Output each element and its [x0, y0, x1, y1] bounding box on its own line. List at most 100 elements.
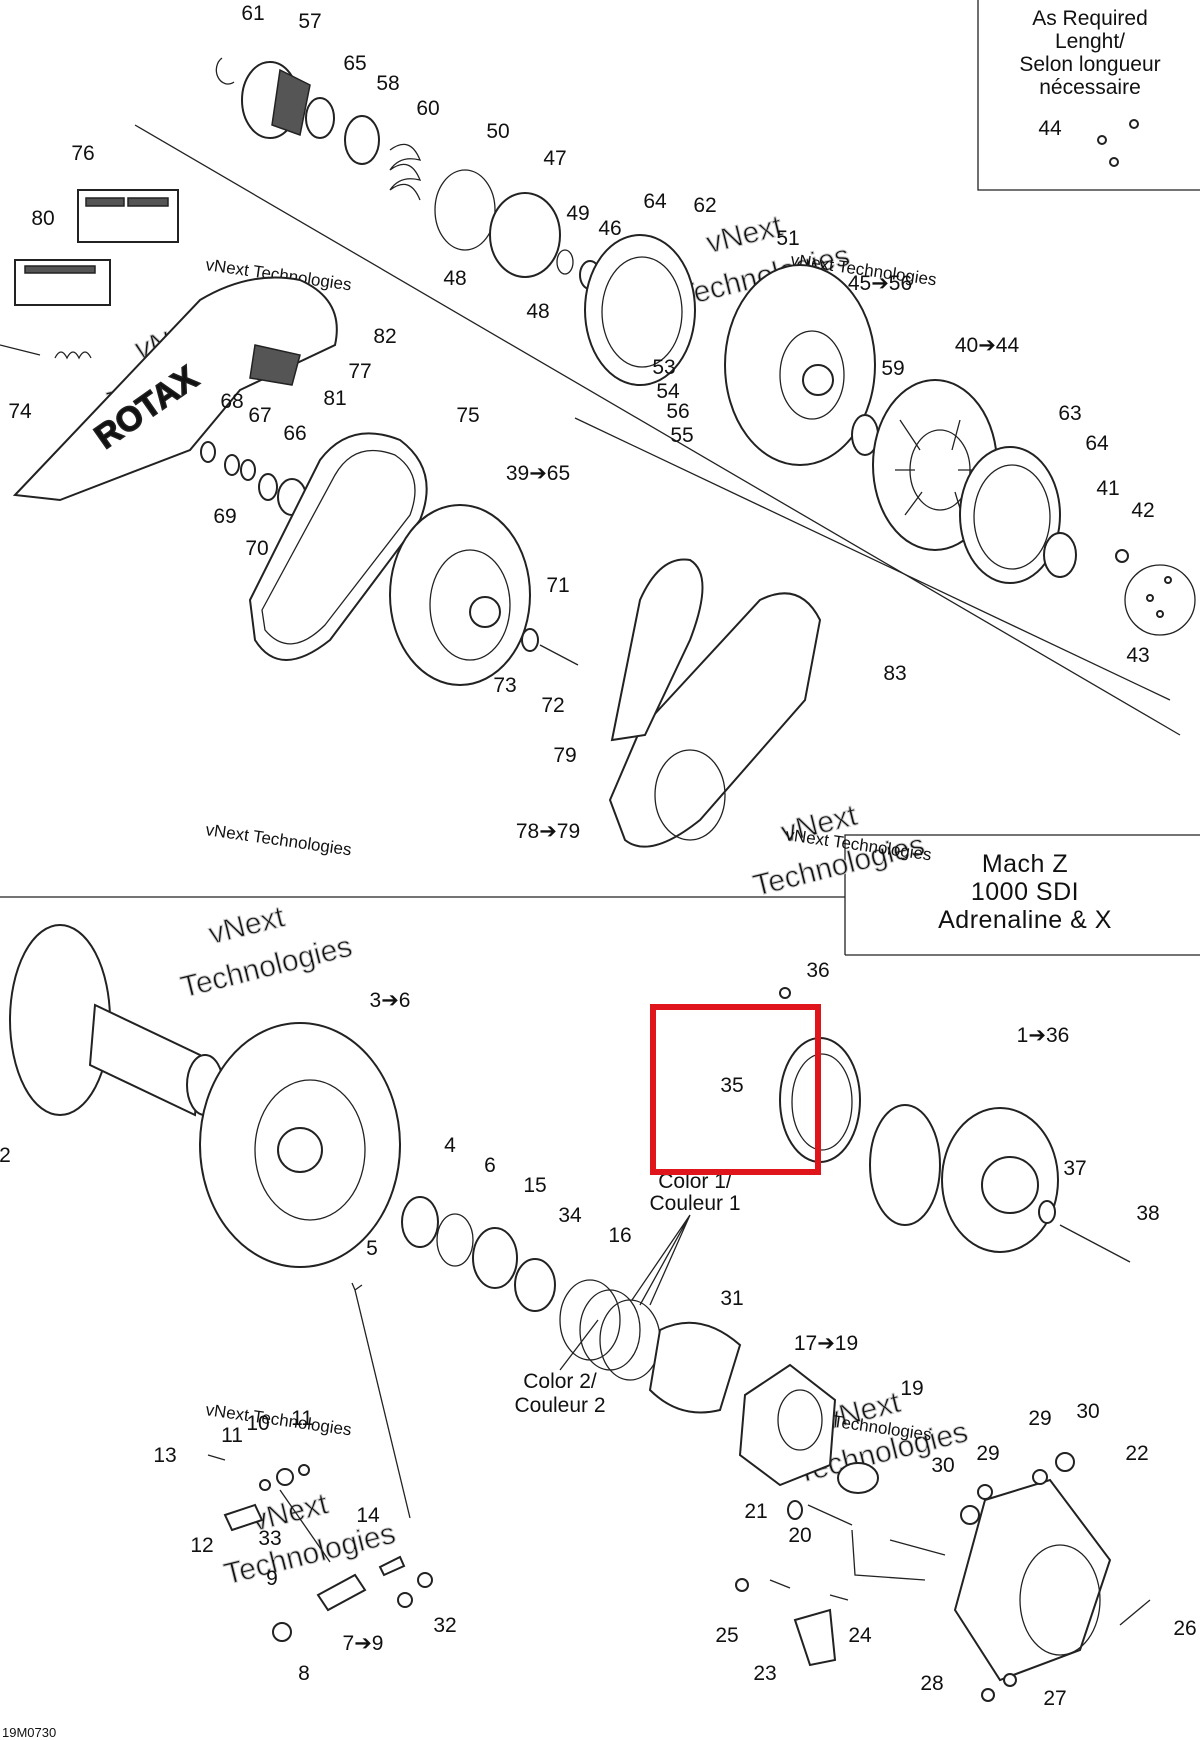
- callout-c36: 36: [806, 959, 829, 982]
- assembly-arrow-4: [889, 1539, 946, 1556]
- highlight-box: [650, 1004, 821, 1175]
- screw-44-group: [1097, 119, 1139, 167]
- bolt-38: [1059, 1224, 1131, 1263]
- callout-c76: 76: [71, 142, 94, 165]
- callout-c17_19: 17➔19: [794, 1332, 858, 1355]
- drive-pulley-fixed-sheave-2: [9, 924, 224, 1117]
- roller-30b: [1055, 1452, 1075, 1472]
- model-line-1: Mach Z: [982, 850, 1068, 878]
- nut-42: [1115, 549, 1129, 563]
- callout-c40_44: 40➔44: [955, 334, 1020, 357]
- callout-c7_9: 7➔9: [343, 1632, 384, 1655]
- bushing-4: [401, 1196, 439, 1248]
- callout-c73: 73: [493, 674, 516, 697]
- assembly-arrow-2: [279, 1489, 331, 1563]
- nut-28: [981, 1688, 995, 1702]
- callout-c44: 44: [1038, 117, 1062, 140]
- screw-25: [735, 1578, 749, 1592]
- watermark-text: Technologies: [221, 1517, 399, 1591]
- callout-c43: 43: [1126, 644, 1149, 667]
- roller-arm-22: [953, 1478, 1112, 1682]
- callout-c54: 54: [656, 380, 680, 403]
- callout-c11a: 11: [221, 1424, 243, 1447]
- washer-27: [1003, 1673, 1017, 1687]
- callout-c64b: 64: [1085, 432, 1109, 455]
- callout-c38: 38: [1136, 1202, 1159, 1225]
- callout-c64a: 64: [643, 190, 667, 213]
- ring-65: [305, 97, 335, 139]
- callout-c30b: 30: [931, 1454, 954, 1477]
- callout-c82: 82: [373, 325, 396, 348]
- clutch-cover-78: [608, 558, 822, 848]
- callout-c75: 75: [456, 404, 479, 427]
- ring-gear-1-36: [869, 1104, 941, 1226]
- bolt-20: [807, 1504, 853, 1526]
- washer-37: [1038, 1200, 1056, 1224]
- washer-29: [977, 1484, 993, 1500]
- callout-c51: 51: [776, 227, 799, 250]
- callout-c20: 20: [788, 1524, 811, 1547]
- washer-68: [200, 441, 216, 463]
- callout-c4: 4: [444, 1134, 456, 1157]
- weight-23: [793, 1608, 837, 1667]
- callout-c45_56: 45➔56: [848, 272, 912, 295]
- assembly-arrow-3: [851, 1529, 926, 1581]
- callout-c22: 22: [1125, 1442, 1148, 1465]
- callout-c14: 14: [356, 1504, 380, 1527]
- snap-ring-50: [434, 169, 496, 251]
- color-1-label-a: Color 1/: [658, 1170, 732, 1193]
- cap-57: [241, 61, 311, 139]
- ring-49: [556, 249, 574, 275]
- roller-pin-assembly: [207, 1454, 433, 1642]
- sleeve-31: [648, 1321, 742, 1414]
- callout-c9: 9: [266, 1567, 278, 1590]
- watermark-small: vNext Technologies: [204, 820, 352, 859]
- callout-c6: 6: [484, 1154, 496, 1177]
- callout-c42: 42: [1131, 499, 1154, 522]
- callout-c13: 13: [153, 1444, 176, 1467]
- spring-74: [0, 344, 92, 360]
- bushing-58: [344, 115, 380, 165]
- callout-c30a: 30: [1076, 1400, 1099, 1423]
- callout-c83: 83: [883, 662, 906, 685]
- drive-belt-75: [248, 432, 428, 661]
- sleeve-47: [489, 192, 561, 278]
- cover-63: [959, 446, 1061, 584]
- callout-c39_65: 39➔65: [506, 462, 570, 485]
- ring-41: [1043, 532, 1077, 578]
- label-decal-80: [14, 259, 111, 306]
- washer-71: [521, 628, 539, 652]
- color-1-leaders: [631, 1214, 691, 1306]
- callout-c57: 57: [298, 10, 321, 33]
- callout-c12: 12: [190, 1534, 213, 1557]
- spring-60: [389, 143, 422, 201]
- required-length-text-2: Lenght/: [1055, 30, 1125, 53]
- callout-c63: 63: [1058, 402, 1081, 425]
- model-box: Mach Z 1000 SDI Adrenaline & X: [844, 834, 1200, 956]
- callout-c21: 21: [744, 1500, 767, 1523]
- callout-c48a: 48: [443, 267, 466, 290]
- callout-c32: 32: [433, 1614, 456, 1637]
- callout-c48b: 48: [526, 300, 549, 323]
- callout-c29a: 29: [1028, 1407, 1051, 1430]
- required-length-text-1: As Required: [1032, 7, 1148, 30]
- bolt-72: [539, 644, 579, 666]
- callout-c50: 50: [486, 120, 509, 143]
- model-line-2: 1000 SDI: [971, 878, 1079, 906]
- figure-code: 19M0730: [2, 1725, 56, 1740]
- callout-c5: 5: [366, 1237, 378, 1260]
- watermark-text: Technologies: [178, 930, 356, 1004]
- callout-c11b: 11: [291, 1407, 313, 1430]
- required-length-text-3: Selon longueur: [1019, 53, 1160, 76]
- callout-c31: 31: [720, 1287, 743, 1310]
- callout-c24: 24: [848, 1624, 872, 1647]
- watermark-text: vNext: [205, 900, 288, 951]
- callout-c15: 15: [523, 1174, 546, 1197]
- washer-67: [224, 454, 240, 476]
- callout-c70: 70: [245, 537, 268, 560]
- pad-79: [610, 558, 704, 742]
- callout-c35: 35: [720, 1074, 743, 1097]
- callout-c29b: 29: [976, 1442, 999, 1465]
- required-length-box: As Required Lenght/ Selon longueur néces…: [977, 0, 1200, 191]
